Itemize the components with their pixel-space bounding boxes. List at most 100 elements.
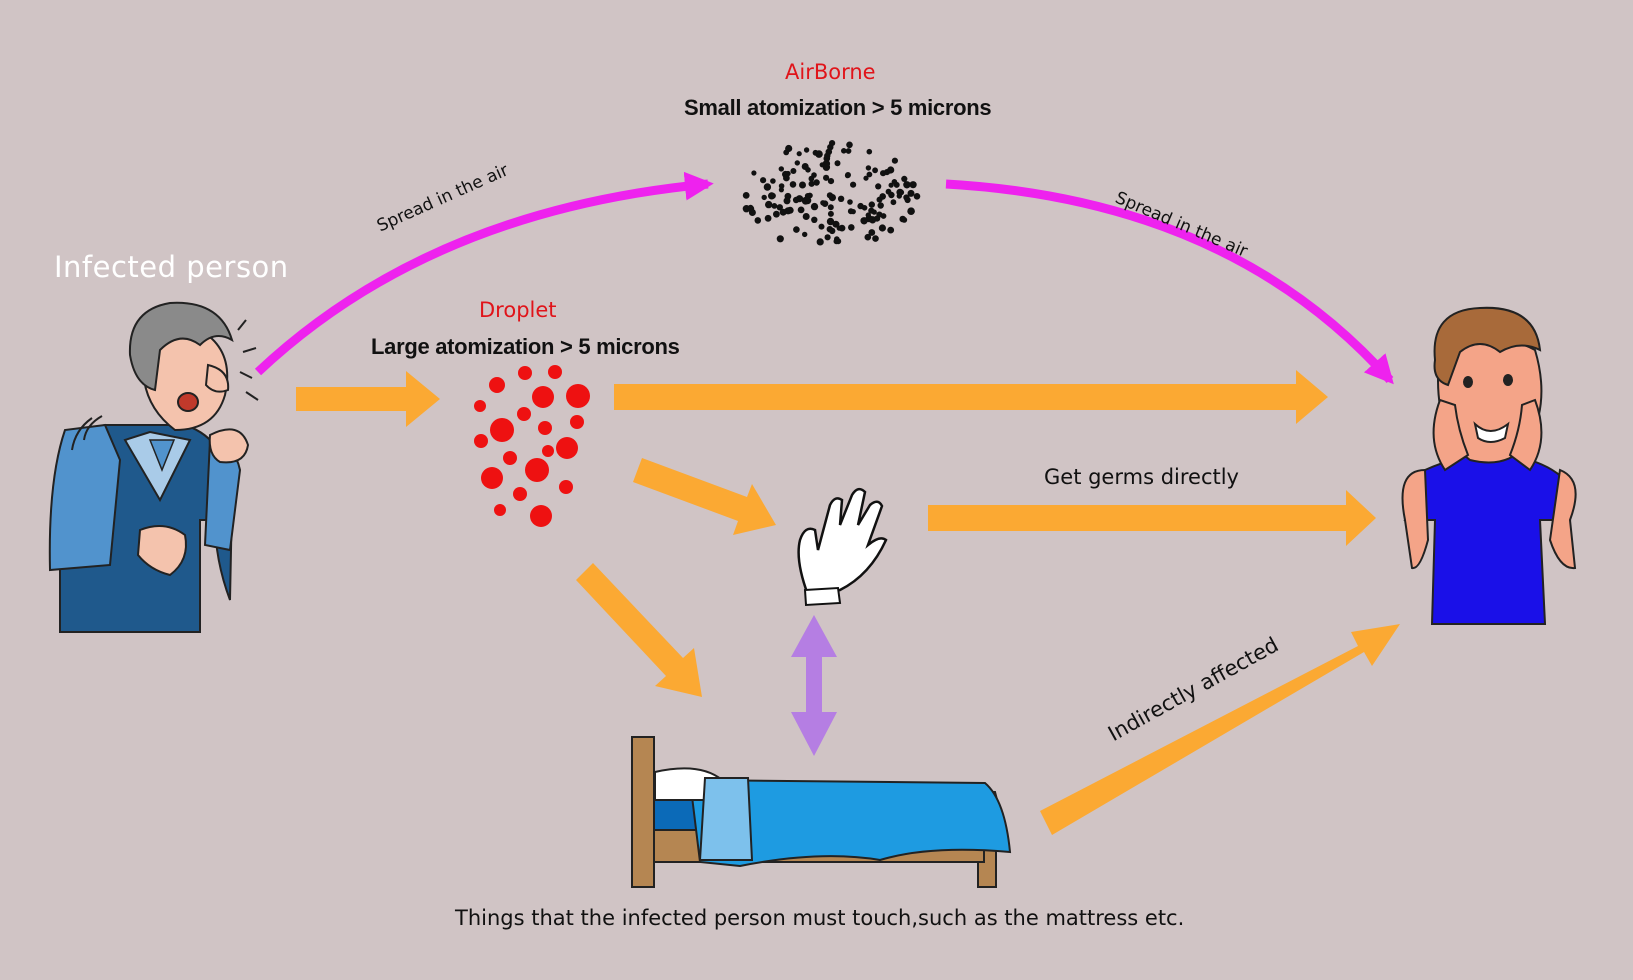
- aerosol-particle: [826, 226, 833, 233]
- aerosol-particle: [913, 193, 921, 200]
- aerosol-particle: [841, 148, 847, 154]
- aerosol-particle: [793, 226, 800, 233]
- aerosol-particle: [761, 194, 767, 201]
- airborne-title: AirBorne: [785, 60, 876, 84]
- aerosol-particle: [823, 174, 830, 181]
- aerosol-particles: [742, 140, 921, 246]
- aerosol-particle: [776, 204, 783, 211]
- aerosol-particle: [875, 183, 882, 190]
- aerosol-particle: [845, 172, 851, 178]
- aerosol-particle: [751, 170, 757, 176]
- aerosol-particle: [865, 165, 872, 171]
- aerosol-particle: [887, 226, 895, 234]
- arrow-droplet-to-hand: [633, 458, 776, 535]
- aerosol-particle: [877, 202, 884, 209]
- aerosol-particle: [763, 183, 772, 191]
- aerosol-particle: [819, 162, 825, 168]
- aerosol-particle: [866, 171, 873, 178]
- hand-icon: [797, 487, 888, 607]
- aerosol-particle: [794, 160, 800, 166]
- arrow-bed-to-person: [1040, 624, 1400, 835]
- aerosol-particle: [760, 177, 767, 184]
- arrow-droplet-to-bed: [576, 563, 702, 697]
- aerosol-particle: [835, 238, 842, 245]
- aerosol-particle: [891, 157, 899, 164]
- aerosol-particle: [890, 199, 897, 206]
- get-germs-directly-label: Get germs directly: [1044, 465, 1239, 489]
- aerosol-particle: [860, 217, 868, 225]
- aerosol-particle: [901, 217, 908, 223]
- aerosol-particle: [776, 235, 784, 243]
- aerosol-particle: [824, 152, 831, 159]
- aerosol-particle: [813, 179, 820, 186]
- aerosol-particle: [891, 179, 898, 185]
- droplet-title: Droplet: [479, 298, 557, 322]
- aerosol-particle: [865, 212, 871, 218]
- aerosol-particle: [861, 205, 868, 211]
- aerosol-particle: [778, 183, 785, 189]
- aerosol-particle: [847, 199, 853, 205]
- aerosol-particle: [872, 235, 879, 242]
- droplet-description: Large atomization > 5 microns: [371, 334, 680, 359]
- aerosol-particle: [768, 192, 775, 199]
- aerosol-particle: [765, 200, 773, 209]
- aerosol-particle: [818, 223, 825, 230]
- aerosol-particle: [829, 140, 836, 147]
- airborne-arrow-right: [945, 179, 1394, 385]
- aerosol-particle: [888, 191, 895, 199]
- aerosol-particle: [799, 181, 806, 189]
- aerosol-particle: [748, 209, 756, 216]
- aerosol-particle: [789, 181, 797, 188]
- arrow-hand-to-person: [928, 490, 1376, 546]
- aerosol-particle: [778, 166, 784, 172]
- touch-double-arrow: [791, 615, 837, 756]
- arrow-to-droplet: [296, 371, 440, 427]
- aerosol-particle: [868, 201, 875, 208]
- aerosol-particle: [816, 238, 824, 246]
- aerosol-particle: [808, 180, 815, 187]
- aerosol-particle: [824, 234, 831, 241]
- aerosol-particle: [803, 196, 812, 205]
- aerosol-particle: [802, 213, 810, 220]
- aerosol-particle: [811, 216, 818, 223]
- aerosol-particle: [863, 175, 869, 181]
- aerosol-particle: [796, 151, 802, 157]
- coughing-man-icon: [48, 301, 259, 633]
- aerosol-particle: [815, 150, 823, 158]
- aerosol-particle: [747, 204, 754, 211]
- aerosol-particle: [909, 181, 917, 189]
- droplet-particles: [474, 365, 590, 527]
- aerosol-particle: [850, 181, 857, 188]
- bed-icon: [631, 736, 1012, 888]
- aerosol-particle: [779, 208, 787, 216]
- aerosol-particle: [764, 214, 772, 222]
- aerosol-particle: [778, 187, 785, 193]
- aerosol-particle: [903, 181, 911, 189]
- aerosol-particle: [826, 217, 835, 226]
- aerosol-particle: [887, 166, 895, 174]
- aerosol-particle: [901, 175, 908, 182]
- aerosol-particle: [742, 192, 750, 199]
- aerosol-particle: [771, 203, 778, 209]
- aerosol-particle: [802, 231, 808, 238]
- aerosol-particle: [880, 213, 887, 219]
- infected-person-label: Infected person: [54, 250, 289, 284]
- aerosol-particle: [811, 172, 817, 178]
- aerosol-particle: [868, 229, 876, 236]
- airborne-description: Small atomization > 5 microns: [684, 95, 992, 120]
- things-touch-caption: Things that the infected person must tou…: [455, 906, 1185, 930]
- aerosol-particle: [888, 182, 894, 188]
- aerosol-particle: [803, 147, 810, 153]
- aerosol-particle: [846, 141, 853, 149]
- aerosol-particle: [878, 224, 887, 232]
- airborne-arrow-left: [254, 171, 714, 376]
- aerosol-particle: [834, 160, 841, 167]
- aerosol-particle: [785, 144, 793, 153]
- aerosol-particle: [790, 168, 797, 174]
- aerosol-particle: [827, 210, 834, 217]
- aerosol-particle: [801, 163, 809, 170]
- aerosol-particle: [826, 192, 834, 199]
- aerosol-particle: [783, 174, 790, 182]
